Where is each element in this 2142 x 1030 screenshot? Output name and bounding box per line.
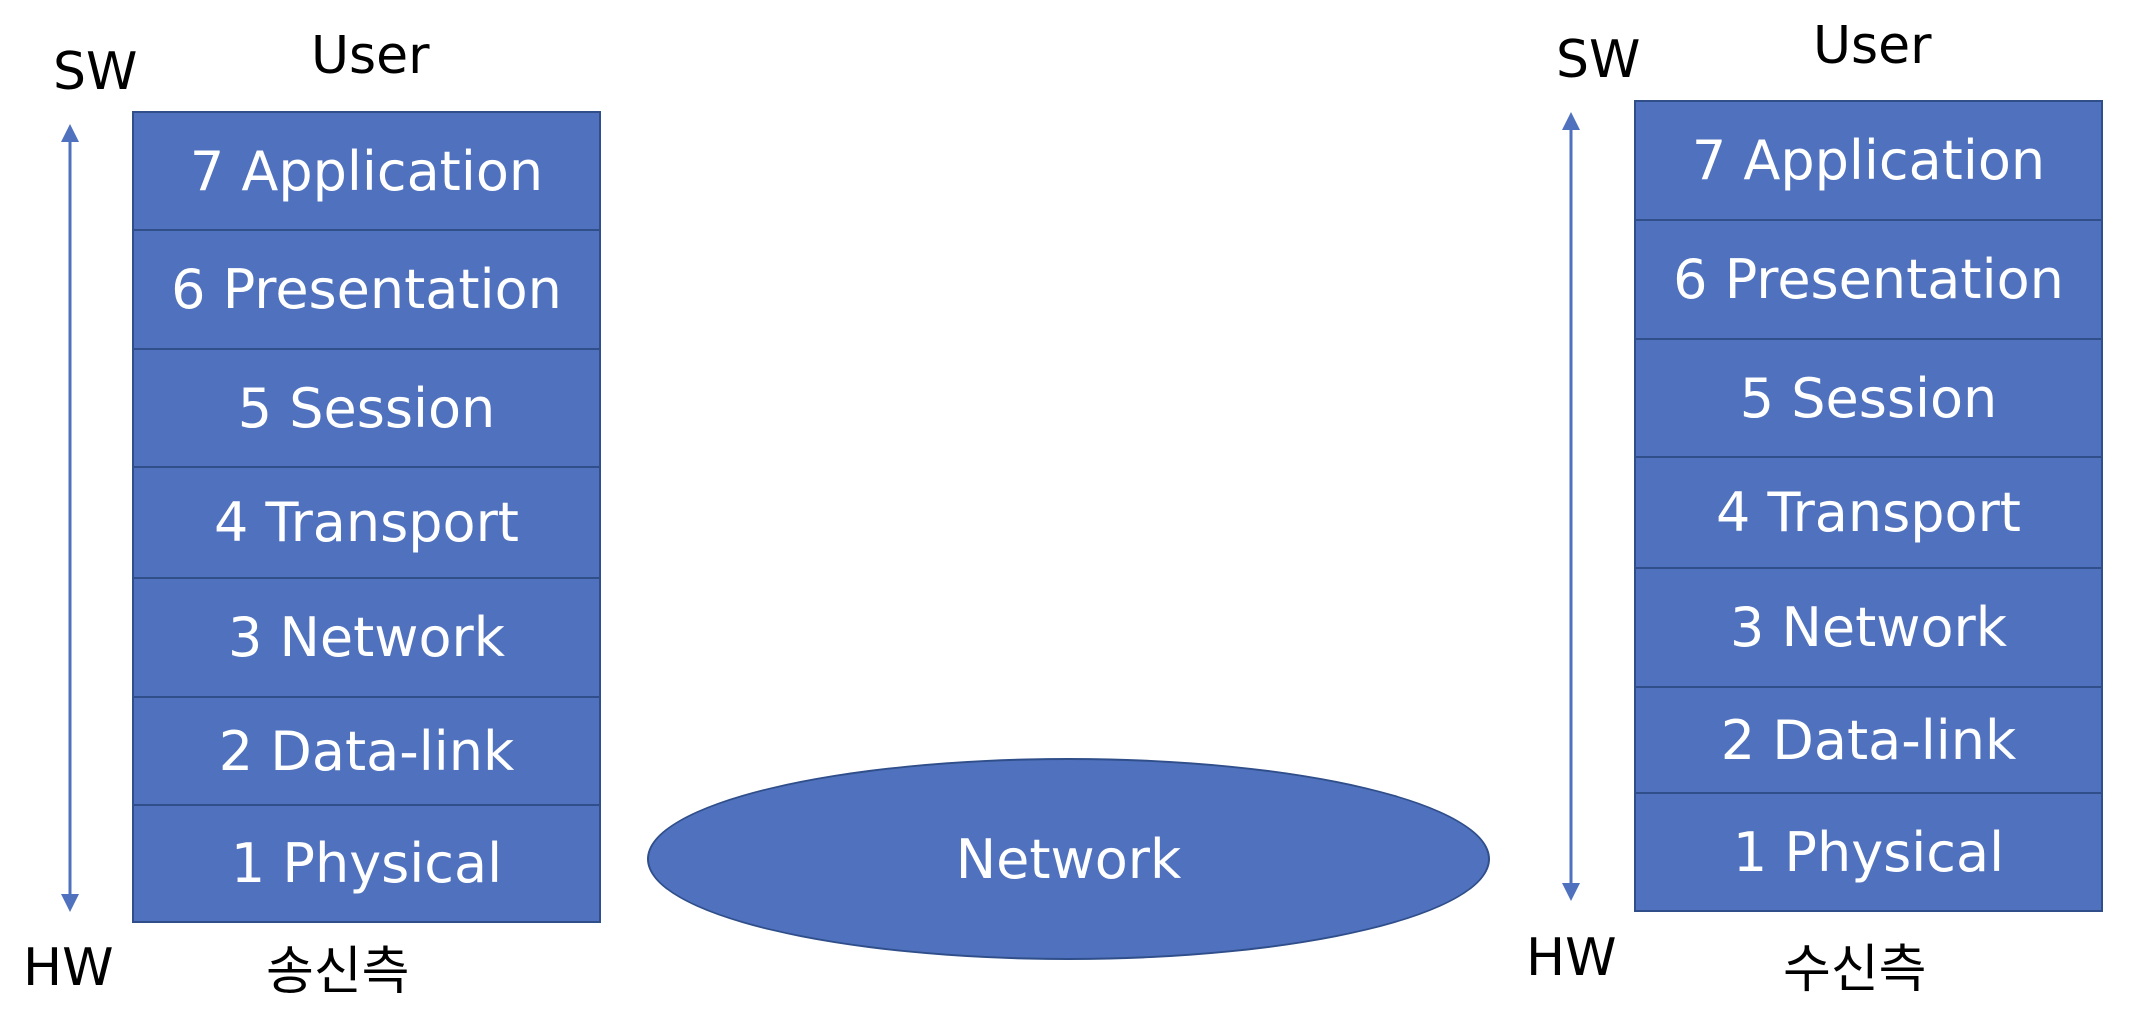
receiver-layer-data-link: 2 Data-link	[1634, 686, 2103, 794]
receiver-sw-hw-arrow	[1562, 112, 1580, 901]
sender-layer-physical: 1 Physical	[132, 804, 601, 923]
sender-user-label: User	[311, 26, 430, 86]
receiver-caption: 수신측	[1783, 940, 1927, 1000]
sender-caption: 송신측	[266, 942, 410, 1002]
receiver-osi-stack: 7 Application 6 Presentation 5 Session 4…	[1634, 100, 2103, 912]
sender-sw-label: SW	[53, 42, 138, 102]
receiver-hw-label: HW	[1526, 928, 1617, 988]
sender-layer-data-link: 2 Data-link	[132, 696, 601, 806]
sender-layer-network: 3 Network	[132, 577, 601, 698]
sender-layer-transport: 4 Transport	[132, 466, 601, 579]
receiver-layer-presentation: 6 Presentation	[1634, 219, 2103, 340]
receiver-layer-transport: 4 Transport	[1634, 456, 2103, 569]
receiver-layer-network: 3 Network	[1634, 567, 2103, 688]
sender-layer-presentation: 6 Presentation	[132, 229, 601, 350]
sender-sw-hw-arrow	[61, 124, 79, 912]
sender-hw-label: HW	[23, 938, 114, 998]
receiver-sw-label: SW	[1556, 30, 1641, 90]
sender-layer-application: 7 Application	[132, 111, 601, 231]
sender-layer-session: 5 Session	[132, 348, 601, 468]
network-ellipse: Network	[647, 758, 1490, 960]
receiver-layer-physical: 1 Physical	[1634, 792, 2103, 912]
sender-osi-stack: 7 Application 6 Presentation 5 Session 4…	[132, 111, 601, 923]
network-label: Network	[955, 827, 1182, 891]
receiver-layer-session: 5 Session	[1634, 338, 2103, 458]
receiver-user-label: User	[1813, 16, 1932, 76]
receiver-layer-application: 7 Application	[1634, 100, 2103, 221]
